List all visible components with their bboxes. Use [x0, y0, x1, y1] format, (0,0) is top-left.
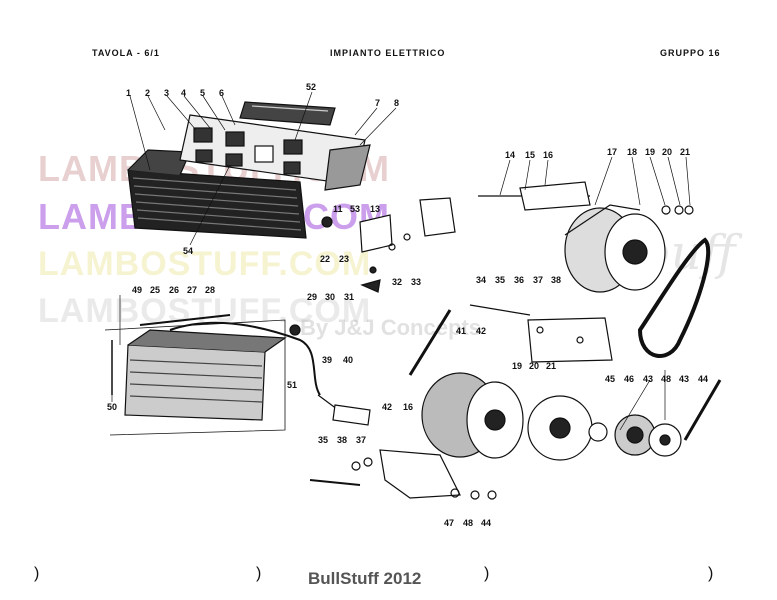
pulleys [614, 414, 682, 457]
callout-51: 51 [287, 380, 297, 390]
callout-6: 6 [219, 88, 224, 98]
callout-33: 33 [411, 277, 421, 287]
callout-43: 43 [643, 374, 653, 384]
callout-19: 19 [645, 147, 655, 157]
callout-2: 2 [145, 88, 150, 98]
mounting-bracket [408, 304, 613, 376]
callout-48-lower: 48 [463, 518, 473, 528]
callout-18: 18 [627, 147, 637, 157]
callout-3: 3 [164, 88, 169, 98]
callout-25: 25 [150, 285, 160, 295]
callout-22: 22 [320, 254, 330, 264]
callout-53: 53 [350, 204, 360, 214]
callout-35: 35 [495, 275, 505, 285]
callout-42: 42 [476, 326, 486, 336]
callout-16: 16 [543, 150, 553, 160]
relay-panel [179, 114, 371, 191]
callout-26: 26 [169, 285, 179, 295]
callout-47: 47 [444, 518, 454, 528]
callout-44: 44 [698, 374, 708, 384]
page-title: IMPIANTO ELETTRICO [330, 48, 446, 58]
callout-13: 13 [370, 204, 380, 214]
callout-32: 32 [392, 277, 402, 287]
lower-bracket [309, 449, 497, 500]
callout-19-lower: 19 [512, 361, 522, 371]
margin-mark-1: ) [34, 565, 40, 582]
callout-38-lower: 38 [337, 435, 347, 445]
callout-35-lower: 35 [318, 435, 328, 445]
headlight-housing [127, 149, 307, 239]
callout-21-lower: 21 [546, 361, 556, 371]
callout-28: 28 [205, 285, 215, 295]
callout-36: 36 [514, 275, 524, 285]
callout-49: 49 [132, 285, 142, 295]
callout-15: 15 [525, 150, 535, 160]
callout-27: 27 [187, 285, 197, 295]
alternator-lower [421, 372, 524, 459]
callout-37: 37 [533, 275, 543, 285]
group-number: GRUPPO 16 [660, 48, 721, 58]
callout-4: 4 [181, 88, 186, 98]
callout-48: 48 [661, 374, 671, 384]
callout-52: 52 [306, 82, 316, 92]
battery [104, 319, 287, 436]
callout-5: 5 [200, 88, 205, 98]
callout-40: 40 [343, 355, 353, 365]
callout-41: 41 [456, 326, 466, 336]
callout-46: 46 [624, 374, 634, 384]
callout-43-right: 43 [679, 374, 689, 384]
watermark-credit: By J&J Concepts [300, 315, 481, 340]
callout-45: 45 [605, 374, 615, 384]
table-number: TAVOLA - 6/1 [92, 48, 160, 58]
regulator [321, 197, 456, 293]
callout-20-lower: 20 [529, 361, 539, 371]
callout-7: 7 [375, 98, 380, 108]
margin-mark-3: ) [484, 565, 490, 582]
battery-cables [139, 314, 371, 426]
callout-30: 30 [325, 292, 335, 302]
callout-20: 20 [662, 147, 672, 157]
callout-16-lower: 16 [403, 402, 413, 412]
callout-50: 50 [107, 402, 117, 412]
callout-34: 34 [476, 275, 486, 285]
callout-23: 23 [339, 254, 349, 264]
callout-37-lower: 37 [356, 435, 366, 445]
callout-54: 54 [183, 246, 193, 256]
watermark-line-3: LAMBOSTUFF.COM [38, 245, 372, 283]
callout-11: 11 [333, 204, 343, 214]
callout-38: 38 [551, 275, 561, 285]
cooling-fan [527, 395, 608, 461]
margin-mark-2: ) [256, 565, 262, 582]
callout-21: 21 [680, 147, 690, 157]
callout-29: 29 [307, 292, 317, 302]
fuse-box [239, 101, 336, 126]
alternator-upper [478, 181, 694, 293]
callout-1: 1 [126, 88, 131, 98]
leader-lines [111, 91, 691, 431]
drive-belt [637, 237, 722, 441]
callout-8: 8 [394, 98, 399, 108]
footer-credit: BullStuff 2012 [308, 569, 422, 588]
margin-mark-4: ) [708, 565, 714, 582]
callout-31: 31 [344, 292, 354, 302]
callout-39: 39 [322, 355, 332, 365]
callout-17: 17 [607, 147, 617, 157]
callout-44-lower: 44 [481, 518, 491, 528]
callout-14: 14 [505, 150, 515, 160]
callout-42-lower: 42 [382, 402, 392, 412]
callout-labels: 1 2 3 4 5 6 7 8 52 11 53 13 54 22 23 32 … [107, 82, 708, 528]
